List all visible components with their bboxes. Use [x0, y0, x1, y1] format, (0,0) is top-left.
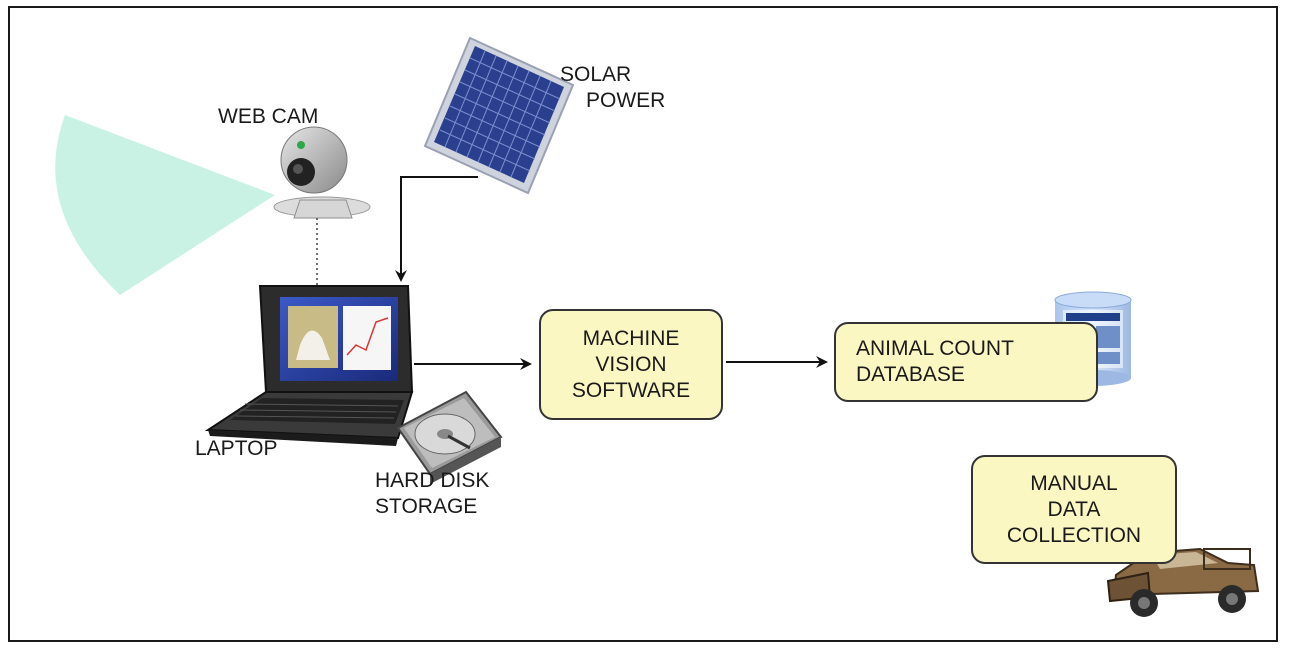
- laptop-icon: [204, 285, 414, 446]
- webcam-icon: [273, 126, 371, 219]
- camera-beam: [55, 115, 276, 295]
- machine-vision-box: MACHINE VISION SOFTWARE: [539, 309, 723, 420]
- manual-data-line-1: MANUAL: [1030, 471, 1118, 495]
- solar-power-line-2: POWER: [586, 89, 666, 112]
- animal-count-box: ANIMAL COUNT DATABASE: [834, 322, 1098, 402]
- solar-power-line-1: SOLAR: [560, 63, 632, 86]
- solar-to-laptop-arrow: [395, 176, 478, 282]
- hard-disk-icon: [396, 390, 503, 484]
- manual-data-line-3: COLLECTION: [1006, 523, 1142, 547]
- machine-vision-line-2: VISION: [595, 352, 667, 376]
- laptop-label: LAPTOP: [195, 437, 278, 460]
- solar-power-label: SOLAR POWER: [560, 62, 665, 114]
- animal-count-line-1: ANIMAL COUNT: [856, 337, 1014, 360]
- machine-vision-line-3: SOFTWARE: [571, 378, 691, 402]
- machine-vision-line-1: MACHINE: [582, 326, 680, 350]
- hard-disk-line-1: HARD DISK: [375, 469, 490, 492]
- manual-data-line-2: DATA: [1047, 497, 1101, 521]
- solar-panel-icon: [423, 36, 575, 195]
- webcam-label: WEB CAM: [218, 105, 319, 128]
- diagram-frame: [8, 6, 1278, 642]
- manual-data-box: MANUAL DATA COLLECTION: [971, 455, 1177, 564]
- animal-count-line-2: DATABASE: [856, 363, 965, 386]
- hard-disk-line-2: STORAGE: [375, 495, 478, 518]
- hard-disk-label: HARD DISK STORAGE: [375, 468, 489, 520]
